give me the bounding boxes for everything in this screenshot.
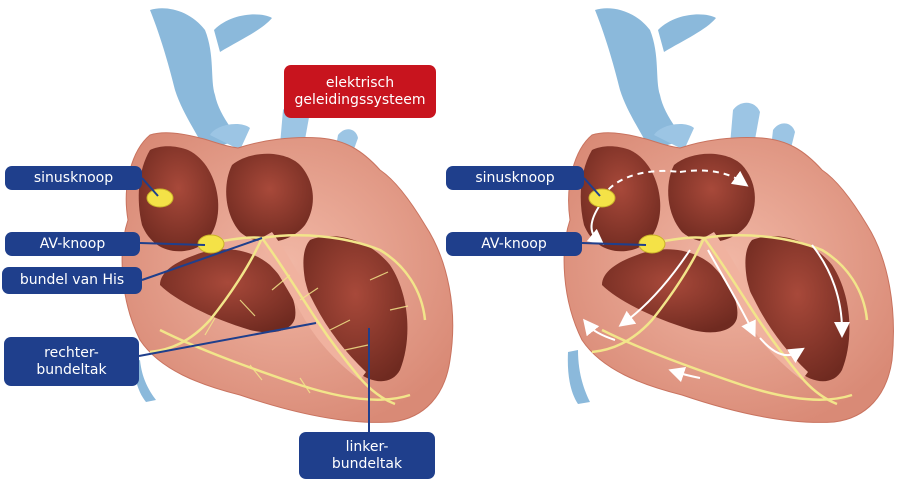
rechter-bundeltak-label: rechter- bundeltak [4, 337, 139, 386]
av-knoop-label-right: AV-knoop [446, 232, 582, 256]
bundel-van-his-label: bundel van His [2, 267, 142, 294]
av-knoop-label: AV-knoop [5, 232, 140, 256]
title-label: elektrisch geleidingssysteem [284, 65, 436, 118]
sinusknoop-label: sinusknoop [5, 166, 142, 190]
sinus-node-left [147, 189, 173, 207]
linker-bundeltak-label: linker- bundeltak [299, 432, 435, 479]
right-heart [564, 8, 893, 422]
sinusknoop-label-right: sinusknoop [446, 166, 584, 190]
sinus-node-right [589, 189, 615, 207]
